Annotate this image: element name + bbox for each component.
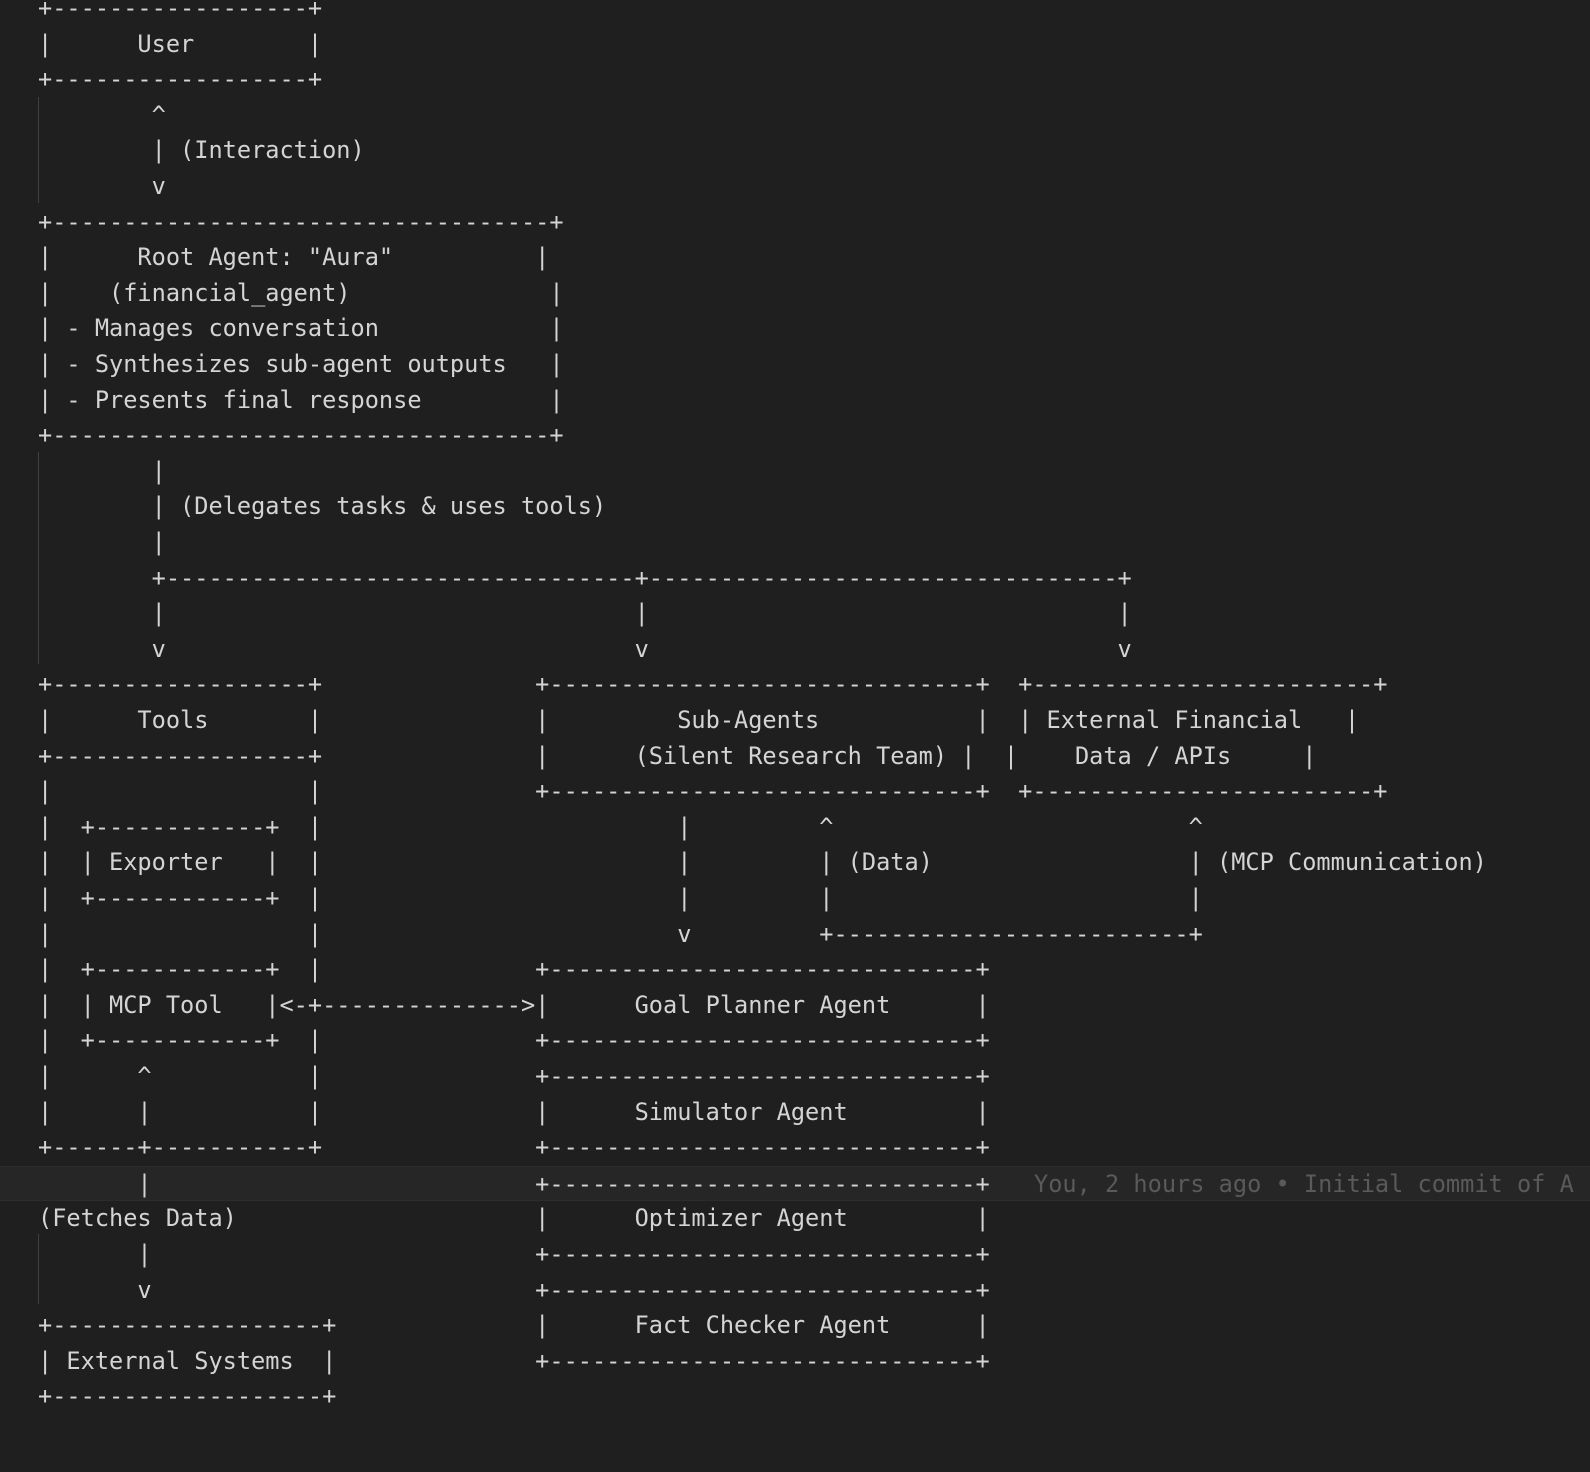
code-line-text: | Root Agent: "Aura" | [38,243,550,272]
code-line[interactable]: v v v [0,632,1590,668]
code-line[interactable]: v +------------------------------+ [0,1273,1590,1309]
code-line[interactable]: v [0,169,1590,205]
code-line[interactable]: +-----------------------------------+ [0,205,1590,241]
code-line-text: | | | | Simulator Agent | [38,1097,990,1126]
code-line[interactable]: | | +------------------------------+ +--… [0,774,1590,810]
code-line-text: +------------------+ | (Silent Research … [38,741,1317,770]
code-line[interactable]: | +------------+ | | | | [0,881,1590,917]
code-line-text: +-------------------+ [38,1382,337,1411]
code-line[interactable]: | +------------+ | | ^ ^ [0,810,1590,846]
code-line[interactable]: | - Synthesizes sub-agent outputs | [0,347,1590,383]
code-line-text: | (Interaction) [38,136,365,165]
code-line-text: +---------------------------------+-----… [38,563,1132,592]
indent-guide [38,1234,39,1304]
code-line[interactable]: | | | | Simulator Agent | [0,1095,1590,1131]
code-line[interactable]: +-----------------------------------+ [0,418,1590,454]
code-line[interactable]: | +------------------------------+ You, 2… [0,1165,1590,1202]
code-line-text: | [38,528,166,556]
code-line[interactable]: +-------------------+ [0,1379,1590,1415]
code-line[interactable]: | | MCP Tool |<-+-------------->| Goal P… [0,988,1590,1024]
indent-guide [38,97,39,203]
code-line-text: +-------------------+ | Fact Checker Age… [38,1311,990,1340]
code-line[interactable]: +------------------+ [0,0,1590,27]
code-line-text: | +------------------------------+ [38,1169,990,1198]
code-line[interactable]: | ^ | +------------------------------+ [0,1059,1590,1095]
code-line-text: | - Synthesizes sub-agent outputs | [38,350,564,378]
indent-guide [38,452,39,664]
code-line-text: | - Manages conversation | [38,314,564,343]
code-line[interactable]: | [0,525,1590,561]
code-line[interactable]: | External Systems | +------------------… [0,1344,1590,1380]
code-line-text: | [38,456,166,485]
code-line-text: | | +------------------------------+ +--… [38,777,1388,806]
code-line-text: +------------------+ [38,65,323,94]
code-line[interactable]: +---------------------------------+-----… [0,561,1590,597]
code-line-text: v +------------------------------+ [38,1275,990,1304]
code-line-text: | +------------+ | +--------------------… [38,955,990,984]
code-line[interactable]: | +------------+ | +--------------------… [0,952,1590,988]
code-line[interactable]: | - Manages conversation | [0,311,1590,347]
code-line-text: | External Systems | +------------------… [38,1346,990,1375]
code-line[interactable]: | Tools | | Sub-Agents | | External Fina… [0,703,1590,739]
code-line-text: +-----------------------------------+ [38,421,564,450]
code-line-text: v v v [38,634,1132,663]
code-line[interactable]: | (financial_agent) | [0,276,1590,312]
git-blame-annotation: You, 2 hours ago • Initial commit of A [1034,1169,1574,1198]
code-line-text: ^ [38,100,166,129]
code-line-text: | | v +-------------------------+ [38,919,1203,948]
code-line-text: v [38,172,166,200]
code-line[interactable]: | Root Agent: "Aura" | [0,240,1590,276]
code-line[interactable]: +------------------+ +------------------… [0,667,1590,703]
code-line-text: | | MCP Tool |<-+-------------->| Goal P… [38,990,990,1019]
code-line-text: | +------------+ | | ^ ^ [38,812,1203,841]
code-line-text: | +------------+ | | | | [38,884,1203,912]
code-line[interactable]: +------------------+ | (Silent Research … [0,739,1590,775]
code-line[interactable]: | User | [0,27,1590,63]
code-line[interactable]: +-------------------+ | Fact Checker Age… [0,1308,1590,1344]
code-line-text: +------------------+ [38,0,323,22]
code-line[interactable]: | - Presents final response | [0,383,1590,419]
code-line-text: (Fetches Data) | Optimizer Agent | [38,1204,990,1233]
code-line-text: | (financial_agent) | [38,278,564,307]
code-line-text: | (Delegates tasks & uses tools) [38,492,607,521]
code-line[interactable]: ^ [0,98,1590,134]
code-line-text: | | | [38,599,1132,628]
code-line-text: +-----------------------------------+ [38,207,564,236]
code-line[interactable]: +------+-----------+ +------------------… [0,1130,1590,1166]
code-line[interactable]: | +------------+ | +--------------------… [0,1023,1590,1059]
code-line-text: | ^ | +------------------------------+ [38,1062,990,1090]
code-line[interactable]: | (Interaction) [0,133,1590,169]
code-line-text: | Tools | | Sub-Agents | | External Fina… [38,706,1360,734]
code-line[interactable]: | | | [0,596,1590,632]
code-line-text: +------------------+ +------------------… [38,670,1388,699]
code-line-text: | - Presents final response | [38,385,564,414]
code-line-text: | User | [38,29,323,58]
code-line[interactable]: | (Delegates tasks & uses tools) [0,489,1590,525]
code-line-text: +------+-----------+ +------------------… [38,1133,990,1162]
code-line[interactable]: +------------------+ [0,62,1590,98]
code-line-text: | +------------------------------+ [38,1240,990,1268]
code-line-text: | | Exporter | | | | (Data) | (MCP Commu… [38,848,1487,877]
code-line[interactable]: | | v +-------------------------+ [0,917,1590,953]
code-line[interactable]: | +------------------------------+ [0,1237,1590,1273]
code-line[interactable]: (Fetches Data) | Optimizer Agent | [0,1201,1590,1237]
code-line-text: | +------------+ | +--------------------… [38,1026,990,1055]
code-line[interactable]: | | Exporter | | | | (Data) | (MCP Commu… [0,845,1590,881]
code-line[interactable]: | [0,454,1590,490]
